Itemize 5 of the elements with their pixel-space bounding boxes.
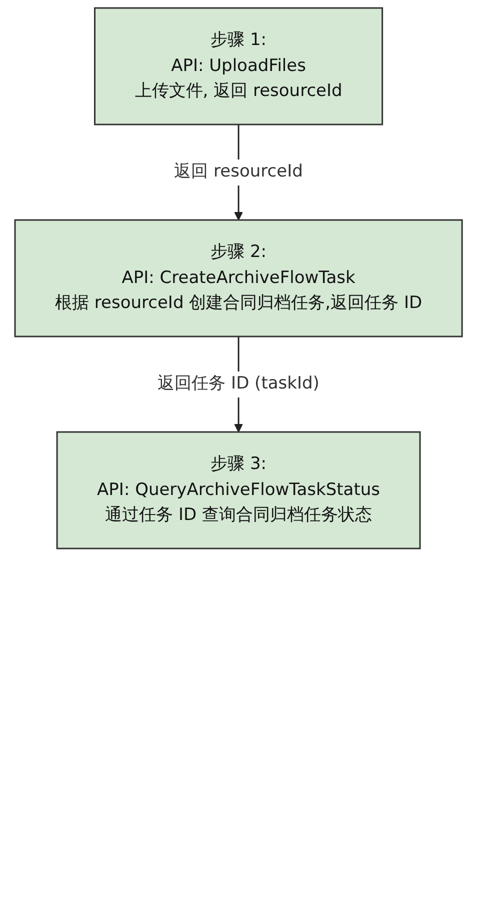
edge-label: 返回任务 ID (taskId) — [158, 374, 320, 394]
node-box: 步骤 3: API: QueryArchiveFlowTaskStatus 通过任务 ID 查询合同归档任务状态 — [56, 431, 422, 550]
node-box: 步骤 1: API: UploadFiles 上传文件, 返回 resourceId — [94, 7, 384, 126]
node-box: 步骤 2: API: CreateArchiveFlowTask 根据 resourceId 创建合同归档任务,返回任务 ID — [14, 219, 464, 338]
edge-label: 返回 resourceId — [174, 162, 304, 182]
